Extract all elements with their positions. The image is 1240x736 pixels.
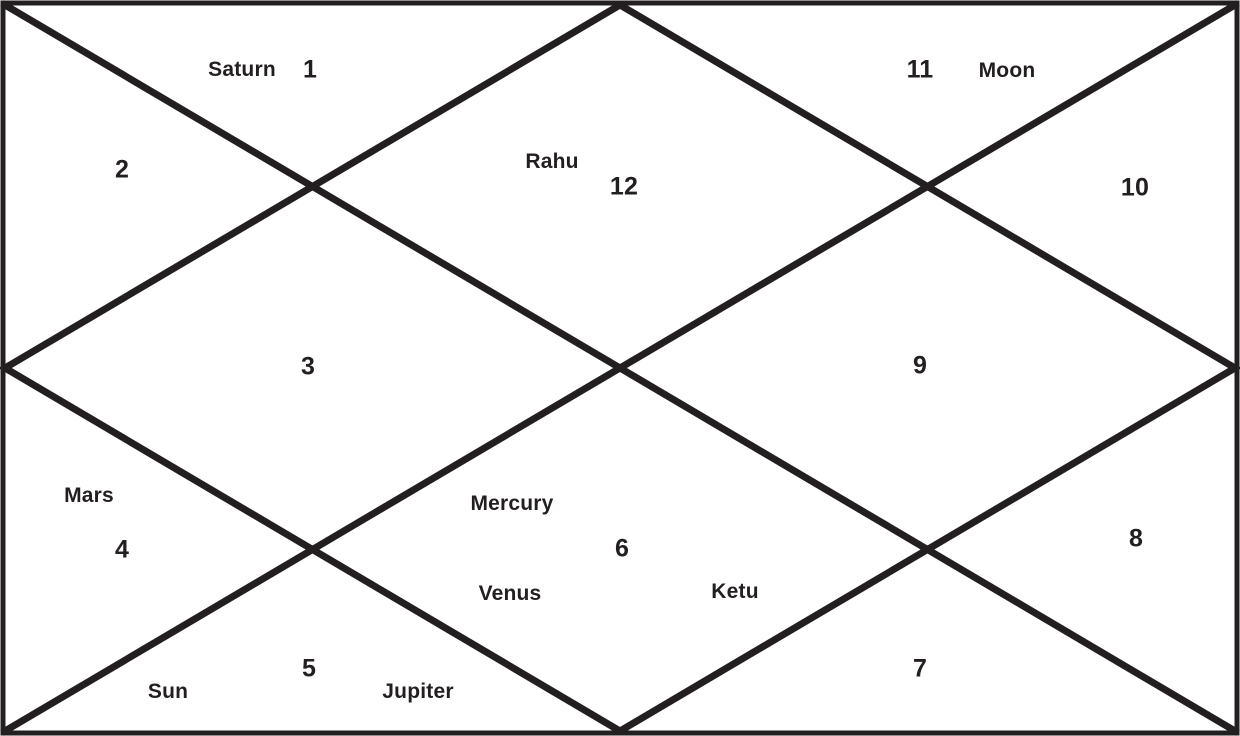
house-number-2[interactable]: 2 — [114, 155, 130, 184]
planet-label-ketu[interactable]: Ketu — [711, 580, 759, 603]
house-number-7[interactable]: 7 — [912, 654, 928, 683]
planet-label-moon[interactable]: Moon — [978, 59, 1036, 82]
house-number-1[interactable]: 1 — [302, 55, 318, 84]
house-number-12[interactable]: 12 — [609, 172, 639, 201]
house-number-10[interactable]: 10 — [1120, 173, 1150, 202]
house-number-8[interactable]: 8 — [1128, 524, 1144, 553]
house-number-6[interactable]: 6 — [614, 534, 630, 563]
planet-label-venus[interactable]: Venus — [478, 582, 542, 605]
house-number-3[interactable]: 3 — [300, 352, 316, 381]
planet-label-rahu[interactable]: Rahu — [525, 150, 579, 173]
house-number-4[interactable]: 4 — [114, 535, 130, 564]
house-number-5[interactable]: 5 — [301, 654, 317, 683]
house-number-11[interactable]: 11 — [906, 55, 934, 84]
house-number-9[interactable]: 9 — [912, 351, 928, 380]
planet-label-sun[interactable]: Sun — [147, 680, 189, 703]
planet-label-mercury[interactable]: Mercury — [470, 492, 554, 515]
planet-label-jupiter[interactable]: Jupiter — [382, 680, 454, 703]
planet-label-mars[interactable]: Mars — [64, 484, 114, 507]
planet-label-saturn[interactable]: Saturn — [208, 58, 276, 81]
